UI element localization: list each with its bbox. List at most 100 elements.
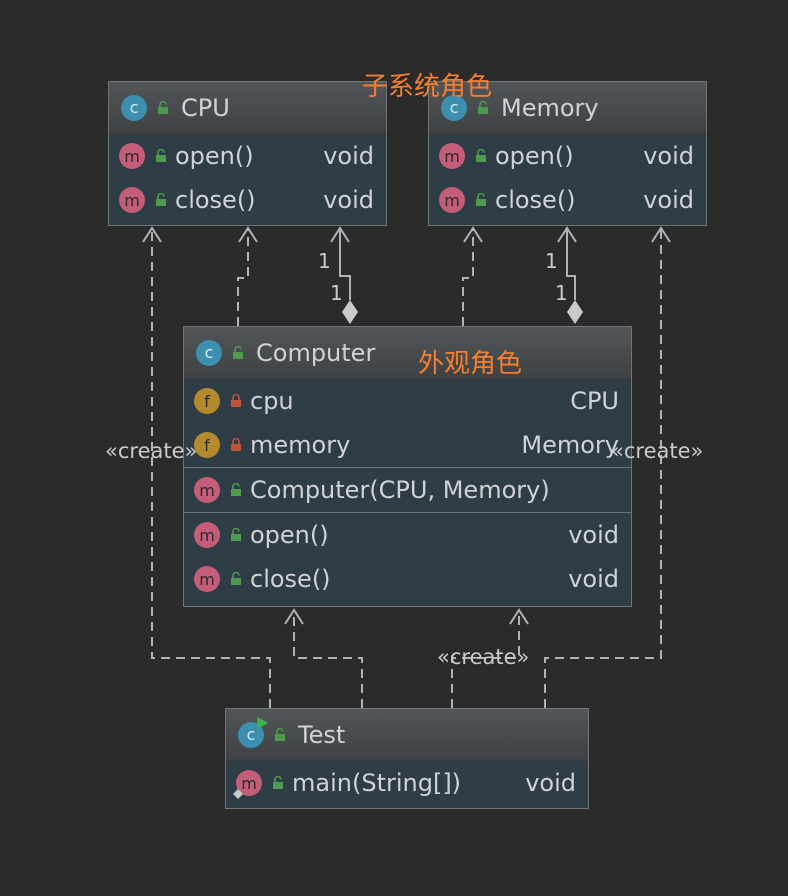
method-icon: m: [439, 143, 465, 169]
computer-class[interactable]: c Computer f cpu CPU f memory Memory m C…: [183, 326, 632, 607]
computer-cpu-dep-line: [237, 228, 249, 326]
method-type: void: [643, 142, 694, 170]
method-name: close(): [250, 565, 331, 593]
computer-memory-dep-line: [462, 228, 474, 326]
cpu-method-row[interactable]: m close() void: [109, 178, 386, 222]
section-divider: [184, 512, 631, 513]
facade-role-label: 外观角色: [418, 349, 523, 379]
unlocked-icon: [478, 100, 488, 114]
unlocked-icon: [231, 528, 241, 541]
unlocked-icon: [156, 193, 166, 206]
class-icon: c: [121, 94, 147, 121]
create-memory-arrow: [651, 226, 671, 243]
field-name: cpu: [250, 387, 294, 415]
class-icon: c: [441, 94, 467, 121]
method-name: main(String[]): [292, 769, 462, 797]
field-type: Memory: [521, 431, 619, 459]
method-type: void: [568, 521, 619, 549]
method-name: open(): [175, 142, 254, 170]
create-cpu-line: [151, 228, 271, 708]
section-divider: [184, 467, 631, 468]
method-name: open(): [250, 521, 329, 549]
memory-class-header[interactable]: c Memory: [429, 82, 706, 134]
unlocked-icon: [476, 149, 486, 162]
computer-cpu-dep-arrow: [238, 226, 258, 243]
method-name: close(): [175, 186, 256, 214]
method-icon: m: [194, 566, 220, 592]
unlocked-icon: [275, 727, 285, 741]
method-name: open(): [495, 142, 574, 170]
composition-memory-line: [566, 228, 576, 300]
computer-memory-dep-arrow: [463, 226, 483, 243]
class-icon: c: [238, 716, 268, 748]
composition-memory-diamond: [567, 300, 583, 324]
create-label-left: «create»: [105, 439, 198, 463]
memory-class-name: Memory: [501, 93, 599, 122]
composition-memory-arrow: [557, 226, 577, 243]
unlocked-icon: [156, 149, 166, 162]
cpu-multiplicity-top: 1: [318, 249, 331, 273]
field-name: memory: [250, 431, 351, 459]
composition-cpu-line: [339, 228, 351, 300]
static-icon: [233, 789, 243, 799]
create-memory-line: [544, 228, 662, 708]
composition-cpu-diamond: [342, 300, 358, 324]
method-type: void: [323, 186, 374, 214]
field-type: CPU: [570, 387, 619, 415]
run-icon: [257, 716, 268, 729]
method-name: close(): [495, 186, 576, 214]
subsystem-role-label: 子系统角色: [362, 72, 493, 102]
create-computer-arrow: [509, 608, 529, 625]
locked-icon: [231, 394, 241, 407]
method-icon: m: [233, 770, 262, 799]
test-class-header[interactable]: c Test: [226, 709, 588, 761]
method-type: void: [643, 186, 694, 214]
cpu-multiplicity-bottom: 1: [330, 281, 343, 305]
constructor-name: Computer(CPU, Memory): [250, 476, 550, 504]
unlocked-icon: [233, 345, 243, 359]
method-icon: m: [119, 143, 145, 169]
computer-class-name: Computer: [256, 338, 376, 367]
composition-cpu-arrow: [330, 226, 350, 243]
locked-icon: [231, 438, 241, 451]
method-icon: m: [194, 477, 220, 503]
field-icon: f: [194, 388, 220, 414]
cpu-class[interactable]: c CPU m open() void m close() void: [108, 81, 387, 226]
unlocked-icon: [158, 100, 168, 114]
cpu-class-header[interactable]: c CPU: [109, 82, 386, 134]
class-icon: c: [196, 339, 222, 366]
test-class[interactable]: c Test m main(String[]) void: [225, 708, 589, 809]
create-computer-line: [451, 610, 520, 708]
field-icon: f: [194, 432, 220, 458]
memory-class[interactable]: c Memory m open() void m close() void: [428, 81, 707, 226]
memory-method-row[interactable]: m open() void: [429, 134, 706, 178]
cpu-class-name: CPU: [181, 93, 230, 122]
unlocked-icon: [476, 193, 486, 206]
create-label-bottom: «create»: [437, 645, 530, 669]
test-computer-dep-arrow: [284, 608, 304, 625]
test-method-row[interactable]: m main(String[]) void: [226, 761, 588, 805]
unlocked-icon: [273, 776, 283, 789]
method-icon: m: [194, 522, 220, 548]
computer-method-row[interactable]: m open() void: [184, 513, 631, 557]
create-label-right: «create»: [611, 439, 704, 463]
method-type: void: [323, 142, 374, 170]
computer-method-row[interactable]: m close() void: [184, 557, 631, 601]
test-class-name: Test: [298, 720, 346, 749]
cpu-method-row[interactable]: m open() void: [109, 134, 386, 178]
memory-method-row[interactable]: m close() void: [429, 178, 706, 222]
method-icon: m: [119, 187, 145, 213]
computer-field-row[interactable]: f memory Memory: [184, 423, 631, 467]
test-computer-dep-line: [293, 610, 363, 708]
computer-class-header[interactable]: c Computer: [184, 327, 631, 379]
method-type: void: [568, 565, 619, 593]
memory-multiplicity-bottom: 1: [555, 281, 568, 305]
create-cpu-arrow: [142, 226, 162, 243]
unlocked-icon: [231, 483, 241, 496]
computer-field-row[interactable]: f cpu CPU: [184, 379, 631, 423]
memory-multiplicity-top: 1: [545, 249, 558, 273]
computer-constructor-row[interactable]: m Computer(CPU, Memory): [184, 468, 631, 512]
method-type: void: [525, 769, 576, 797]
unlocked-icon: [231, 572, 241, 585]
